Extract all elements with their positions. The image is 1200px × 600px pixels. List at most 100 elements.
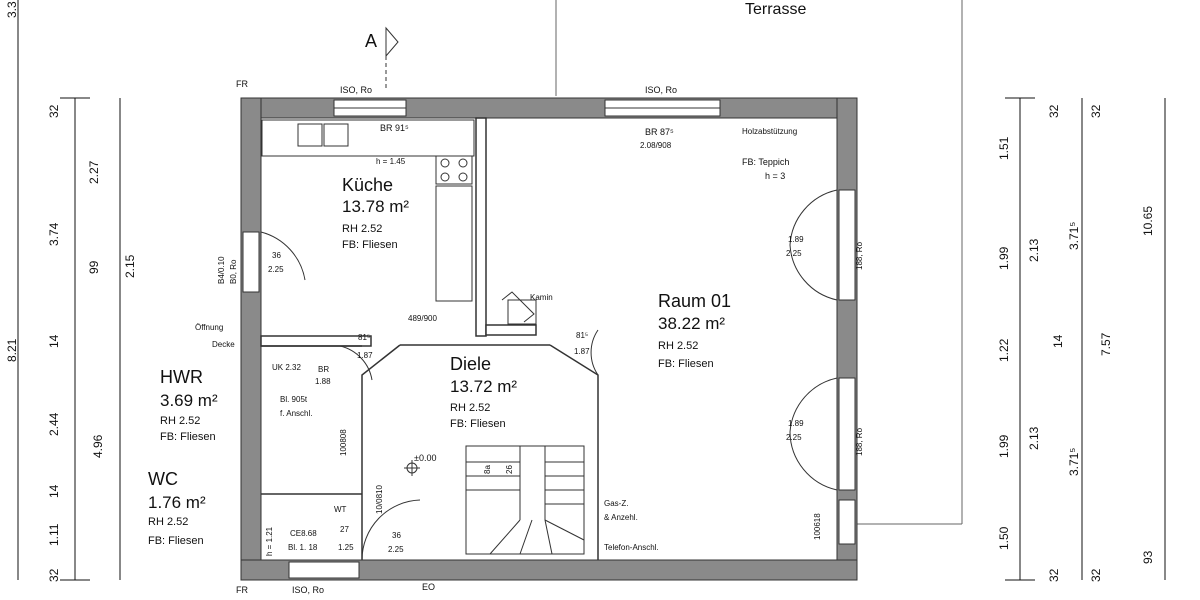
uk-label: UK 2.32 bbox=[272, 363, 301, 372]
dim-right-b: 14 bbox=[1051, 334, 1065, 348]
eo-label: EO bbox=[422, 582, 436, 592]
window-door-height: 2.25 bbox=[786, 433, 802, 442]
stair-label: 26 bbox=[505, 465, 514, 474]
dim-right-a: 1.99 bbox=[997, 246, 1011, 270]
dim-left-mid: 32 bbox=[47, 104, 61, 118]
dim-left-outer: 3.3 bbox=[5, 1, 19, 18]
window-label: 10/0810 bbox=[375, 485, 384, 514]
dim-right-b: 32 bbox=[1047, 568, 1061, 582]
holz-label: Holzabstützung bbox=[742, 127, 798, 136]
dim-right-c: 3.71⁵ bbox=[1067, 447, 1081, 476]
window-label: 100618 bbox=[813, 513, 822, 540]
room-height-wc: RH 2.52 bbox=[148, 516, 189, 528]
wt-label: WT bbox=[334, 505, 347, 514]
window-label: ISO, Ro bbox=[340, 85, 373, 95]
window-door-height: 2.25 bbox=[786, 249, 802, 258]
window-label: ISO, Ro bbox=[292, 585, 325, 595]
dim-right-c: 32 bbox=[1089, 568, 1103, 582]
door-height: 1.87 bbox=[357, 351, 373, 360]
room-area-raum01: 38.22 m² bbox=[658, 314, 726, 333]
dim-right-d: 10.65 bbox=[1141, 205, 1155, 236]
door-width: 81⁵ bbox=[358, 333, 371, 342]
terrace-outline bbox=[555, 0, 963, 525]
window-parapet-raum: BR 87⁵ bbox=[645, 127, 674, 137]
dim-right-d: 93 bbox=[1141, 550, 1155, 564]
room-height-kueche: RH 2.52 bbox=[342, 223, 383, 235]
dim-left-mid: 3.74 bbox=[47, 222, 61, 246]
dim-left-inner: 2.15 bbox=[123, 254, 137, 278]
window-size-raum: 2.08/908 bbox=[640, 141, 672, 150]
staircase bbox=[465, 445, 585, 555]
dim-right-c: 7.57 bbox=[1099, 332, 1113, 356]
dim-right-c: 3.71⁵ bbox=[1067, 221, 1081, 250]
window-door-width: 1.89 bbox=[788, 419, 804, 428]
window-label: 188, Ro bbox=[855, 427, 864, 456]
dim-left-mid: 14 bbox=[47, 334, 61, 348]
room-name-raum01: Raum 01 bbox=[658, 291, 732, 311]
room-height-raum01: RH 2.52 bbox=[658, 340, 699, 352]
door-swings bbox=[260, 189, 838, 561]
room-area-diele: 13.72 m² bbox=[450, 377, 518, 396]
dim-left-mid: 32 bbox=[47, 568, 61, 582]
dim-right-b: 32 bbox=[1047, 104, 1061, 118]
dim-left-mid: 14 bbox=[47, 484, 61, 498]
room-floor-raum01: FB: Fliesen bbox=[658, 358, 714, 370]
dim-right-c: 32 bbox=[1089, 104, 1103, 118]
hwr-dim: 100808 bbox=[339, 429, 348, 456]
bl-label: Bl. 905t bbox=[280, 395, 308, 404]
room-height-diele: RH 2.52 bbox=[450, 402, 491, 414]
dim-left-mid: 1.11 bbox=[47, 523, 61, 546]
window-label: ISO, Ro bbox=[645, 85, 678, 95]
anschl-label: f. Anschl. bbox=[280, 409, 313, 418]
fr-label-bottom: FR bbox=[236, 585, 248, 595]
wc-dim-c: CE8.68 bbox=[290, 529, 317, 538]
room-name-diele: Diele bbox=[450, 354, 492, 374]
carpet-label: FB: Teppich bbox=[742, 157, 790, 167]
stair-label: 8a bbox=[483, 465, 492, 474]
door-height: 1.25 bbox=[338, 543, 354, 552]
dim-right-a: 1.22 bbox=[997, 338, 1011, 362]
dim-right-a: 1.51 bbox=[997, 136, 1011, 160]
windows bbox=[242, 99, 856, 579]
carpet-height: h = 3 bbox=[765, 171, 786, 181]
dim-right-a: 1.99 bbox=[997, 434, 1011, 458]
br-hwr-label: BR bbox=[318, 365, 330, 374]
room-area-wc: 1.76 m² bbox=[148, 493, 206, 512]
wc-dim-b: Bl. 1. 18 bbox=[288, 543, 318, 552]
wc-dim-a: h = 1.21 bbox=[265, 526, 274, 556]
telefon-label: Telefon-Anschl. bbox=[604, 543, 659, 552]
gas-label-2: & Anzehl. bbox=[604, 513, 638, 522]
gas-label-1: Gas-Z. bbox=[604, 499, 629, 508]
room-name-kueche: Küche bbox=[342, 175, 394, 195]
room-area-hwr: 3.69 m² bbox=[160, 391, 218, 410]
dim-left-inner: 4.96 bbox=[91, 434, 105, 458]
room-floor-diele: FB: Fliesen bbox=[450, 418, 506, 430]
window-door-width: 1.89 bbox=[788, 235, 804, 244]
kitchen-fixtures bbox=[261, 119, 537, 325]
door-height: 2.25 bbox=[388, 545, 404, 554]
window-parapet-kueche: BR 91⁵ bbox=[380, 123, 409, 133]
dim-left-mid: 2.27 bbox=[87, 160, 101, 184]
dim-right-a: 1.50 bbox=[997, 526, 1011, 550]
room-floor-kueche: FB: Fliesen bbox=[342, 239, 398, 251]
room-area-kueche: 13.78 m² bbox=[342, 197, 410, 216]
dim-left-mid: 99 bbox=[87, 260, 101, 274]
room-floor-wc: FB: Fliesen bbox=[148, 535, 204, 547]
dim-right-b: 2.13 bbox=[1027, 426, 1041, 450]
window-label: B4/0.10 bbox=[217, 256, 226, 284]
door-height: 2.25 bbox=[268, 265, 284, 274]
dim-right-b: 2.13 bbox=[1027, 238, 1041, 262]
dim-left-outer: 8.21 bbox=[5, 338, 19, 362]
door-width: 27 bbox=[340, 525, 349, 534]
room-name-wc: WC bbox=[148, 469, 178, 489]
window-label: B0, Ro bbox=[229, 259, 238, 284]
door-height: 1.87 bbox=[574, 347, 590, 356]
kamin-label: Kamin bbox=[530, 293, 553, 302]
level-label: ±0.00 bbox=[414, 453, 437, 463]
interior-walls bbox=[260, 117, 599, 560]
section-marker-label: A bbox=[365, 31, 378, 51]
br-hwr-value: 1.88 bbox=[315, 377, 331, 386]
door-width: 81⁵ bbox=[576, 331, 589, 340]
window-label: 188, Ro bbox=[855, 241, 864, 270]
